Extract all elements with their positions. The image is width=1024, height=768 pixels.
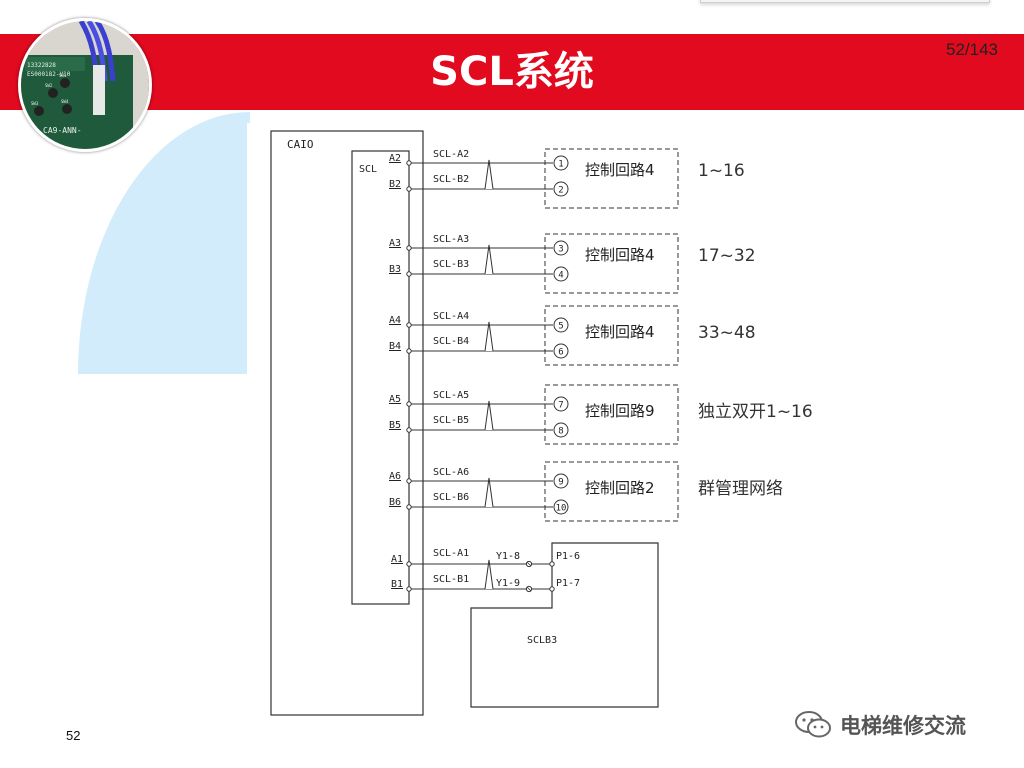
- range-label: 1~16: [698, 161, 745, 181]
- range-label: 独立双开1~16: [698, 402, 813, 422]
- range-label: 17~32: [698, 246, 756, 266]
- pin-bottom-label: B2: [389, 179, 401, 190]
- circuit-board-photo: 13322828 ES000182-V10 CA9-ANN- SW1 SW2 S…: [18, 18, 152, 152]
- port-p1-6: P1-6: [556, 551, 580, 562]
- wire-bottom-label: SCL-B3: [433, 259, 469, 270]
- pin-top-label: A2: [389, 153, 401, 164]
- wire-top-label: SCL-A6: [433, 467, 469, 478]
- title-bar: [0, 34, 1024, 110]
- terminal-top-number: 9: [558, 478, 563, 488]
- pin-a1: A1: [391, 554, 403, 565]
- pin-bottom-label: B4: [389, 341, 401, 352]
- control-loop-label: 控制回路4: [585, 161, 655, 179]
- conn-y1-9: Y1-9: [496, 578, 520, 589]
- pin-bottom-label: B5: [389, 420, 401, 431]
- control-loop-box: [544, 148, 679, 209]
- board-label-sw4: SW4: [61, 99, 69, 104]
- terminal-top-number: 7: [558, 401, 563, 411]
- board-label-sw2: SW2: [45, 83, 53, 88]
- caio-board: [270, 130, 424, 716]
- caio-label: CAIO: [287, 138, 314, 151]
- control-loop-box: [544, 384, 679, 445]
- control-loop-label: 控制回路4: [585, 323, 655, 341]
- terminal-top-number: 1: [558, 160, 563, 170]
- link-group: A1 B1 SCL-A1 SCL-B1 Y1-8 Y1-9 P1-6 P1-7: [391, 548, 580, 593]
- terminal-bottom-number: 6: [558, 348, 563, 358]
- wire-top-label: SCL-A2: [433, 149, 469, 160]
- slide-title: SCL系统: [430, 49, 594, 95]
- wire-bottom-label: SCL-B5: [433, 415, 469, 426]
- terminal-bottom-number: 2: [558, 186, 563, 196]
- control-loop-box: [544, 305, 679, 366]
- board-label-model: ES000182-V10: [27, 71, 71, 78]
- pin-b1: B1: [391, 579, 403, 590]
- wechat-icon: [795, 711, 831, 738]
- range-label: 群管理网络: [698, 479, 783, 499]
- pin-top-label: A5: [389, 394, 401, 405]
- wire-bottom-label: SCL-B6: [433, 492, 469, 503]
- terminal-bottom-number: 8: [558, 427, 563, 437]
- wire-bottom-label: SCL-B4: [433, 336, 469, 347]
- wire-top-label: SCL-A4: [433, 311, 469, 322]
- watermark: 电梯维修交流: [794, 708, 966, 742]
- port-p1-7: P1-7: [556, 578, 580, 589]
- board-label-sw1: SW1: [59, 73, 67, 78]
- board-label-sw3: SW3: [31, 101, 39, 106]
- terminal-bottom-number: 4: [558, 271, 563, 281]
- pin-bottom-label: B3: [389, 264, 401, 275]
- sclb3-board: [470, 542, 659, 708]
- watermark-text: 电梯维修交流: [840, 714, 966, 738]
- pin-bottom-label: B6: [389, 497, 401, 508]
- pin-top-label: A4: [389, 315, 401, 326]
- scl-label: SCL: [359, 164, 377, 175]
- top-tab-decoration: [700, 0, 990, 3]
- control-loop-label: 控制回路9: [585, 402, 655, 420]
- board-label-serial: 13322828: [27, 62, 56, 69]
- wire-top-label: SCL-A5: [433, 390, 469, 401]
- wire-top-label: SCL-A3: [433, 234, 469, 245]
- board-label-code: CA9-ANN-: [43, 126, 82, 135]
- control-loop-label: 控制回路4: [585, 246, 655, 264]
- wire-bottom-label: SCL-B2: [433, 174, 469, 185]
- scl-board: [351, 150, 410, 605]
- page-indicator: 52/143: [946, 40, 998, 59]
- footer-page-number: 52: [66, 728, 81, 743]
- conn-y1-8: Y1-8: [496, 551, 520, 562]
- pin-top-label: A6: [389, 471, 401, 482]
- control-loop-label: 控制回路2: [585, 479, 655, 497]
- range-label: 33~48: [698, 323, 756, 343]
- control-loop-box: [544, 461, 679, 522]
- wire-scl-b1: SCL-B1: [433, 574, 469, 585]
- control-loop-box: [544, 233, 679, 294]
- terminal-top-number: 5: [558, 322, 563, 332]
- terminal-top-number: 3: [558, 245, 563, 255]
- wire-scl-a1: SCL-A1: [433, 548, 469, 559]
- terminal-bottom-number: 10: [556, 504, 567, 514]
- pin-top-label: A3: [389, 238, 401, 249]
- sclb3-label: SCLB3: [527, 635, 557, 646]
